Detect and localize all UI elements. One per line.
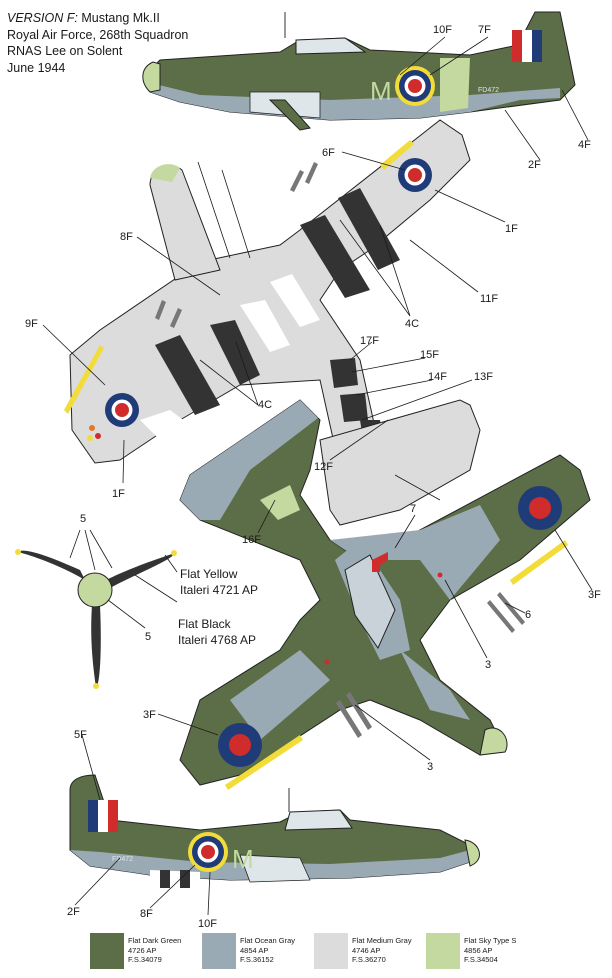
callout-6f: 6F: [322, 147, 335, 159]
legend-swatch: [202, 933, 236, 969]
legend-fs: F.S.36152: [240, 955, 274, 964]
callout-7f: 7F: [478, 24, 491, 36]
note-black-code: Italeri 4768 AP: [178, 633, 256, 647]
note-black-name: Flat Black: [178, 617, 232, 631]
callout-10f-bottom: 10F: [198, 918, 217, 930]
callout-3f-left: 3F: [143, 709, 156, 721]
callout-labels: 10F 7F 4F 2F 6F 1F 11F 8F 4C 9F 4C 17F 1…: [25, 24, 601, 930]
callout-3-right: 3: [485, 659, 491, 671]
callout-11f: 11F: [480, 293, 498, 305]
callout-5-bottom: 5: [145, 631, 151, 643]
code-letter-bottom: M: [232, 844, 254, 874]
underside-view: [64, 119, 481, 526]
legend-swatch: [426, 933, 460, 969]
top-view: [179, 399, 591, 790]
legend-name: Flat Dark Green: [128, 936, 182, 945]
base-name: RNAS Lee on Solent: [7, 44, 123, 58]
serial-top: FD472: [478, 87, 499, 94]
callout-2f-top: 2F: [528, 159, 541, 171]
legend-item-dark-green: Flat Dark Green 4726 AP F.S.34079: [90, 933, 210, 975]
callout-9f: 9F: [25, 318, 38, 330]
callout-5-top: 5: [80, 513, 86, 525]
callout-3-bottom: 3: [427, 761, 433, 773]
note-yellow-name: Flat Yellow: [180, 567, 238, 581]
legend-swatch: [314, 933, 348, 969]
legend-swatch: [90, 933, 124, 969]
aircraft-name: Mustang Mk.II: [81, 11, 160, 25]
callout-16f: 16F: [242, 534, 261, 546]
callout-6: 6: [525, 609, 531, 621]
callout-8f-under: 8F: [120, 231, 133, 243]
legend-fs: F.S.36270: [352, 955, 386, 964]
callout-13f: 13F: [474, 371, 493, 383]
legend-fs: F.S.34079: [128, 955, 162, 964]
side-profile-bottom: M FD472: [69, 774, 480, 888]
callout-15f: 15F: [420, 349, 439, 361]
legend-name: Flat Medium Gray: [352, 936, 412, 945]
paint-notes: Flat Yellow Italeri 4721 AP Flat Black I…: [178, 567, 258, 647]
legend-code: 4856 AP: [464, 945, 493, 955]
callout-14f: 14F: [428, 371, 447, 383]
callout-4c-left: 4C: [258, 399, 272, 411]
legend-item-sky: Flat Sky Type S 4856 AP F.S.34504: [426, 933, 546, 975]
serial-bottom: FD472: [112, 856, 133, 863]
legend-code: 4746 AP: [352, 945, 381, 955]
legend-fs: F.S.34504: [464, 955, 498, 964]
callout-2f-bottom: 2F: [67, 906, 80, 918]
callout-1f-right: 1F: [505, 223, 518, 235]
propeller: [15, 549, 177, 689]
callout-5f: 5F: [74, 729, 87, 741]
legend-name: Flat Sky Type S: [464, 936, 517, 945]
date-label: June 1944: [7, 60, 66, 75]
note-yellow-code: Italeri 4721 AP: [180, 583, 258, 597]
callout-8f-bottom: 8F: [140, 908, 153, 920]
code-letter-top: M: [370, 76, 392, 106]
unit-name: Royal Air Force, 268th Squadron: [7, 27, 189, 42]
callout-12f: 12F: [314, 461, 333, 473]
callout-17f: 17F: [360, 335, 379, 347]
legend-item-ocean-gray: Flat Ocean Gray 4854 AP F.S.36152: [202, 933, 322, 975]
legend-code: 4726 AP: [128, 945, 157, 955]
callout-1f-left: 1F: [112, 488, 125, 500]
version-label: VERSION F:: [7, 11, 78, 25]
legend-name: Flat Ocean Gray: [240, 936, 296, 945]
callout-10f-top: 10F: [433, 24, 452, 36]
color-legend: Flat Dark Green 4726 AP F.S.34079 Flat O…: [90, 933, 610, 975]
callout-4f: 4F: [578, 139, 591, 151]
legend-code: 4854 AP: [240, 945, 269, 955]
callout-7: 7: [410, 503, 416, 515]
side-profile-top: M FD472: [142, 11, 576, 131]
callout-3f-right: 3F: [588, 589, 601, 601]
legend-item-medium-gray: Flat Medium Gray 4746 AP F.S.36270: [314, 933, 434, 975]
version-title: VERSION F: Mustang Mk.II Royal Air Force…: [7, 10, 188, 76]
callout-4c-right: 4C: [405, 318, 419, 330]
leader-lines: [42, 36, 593, 916]
